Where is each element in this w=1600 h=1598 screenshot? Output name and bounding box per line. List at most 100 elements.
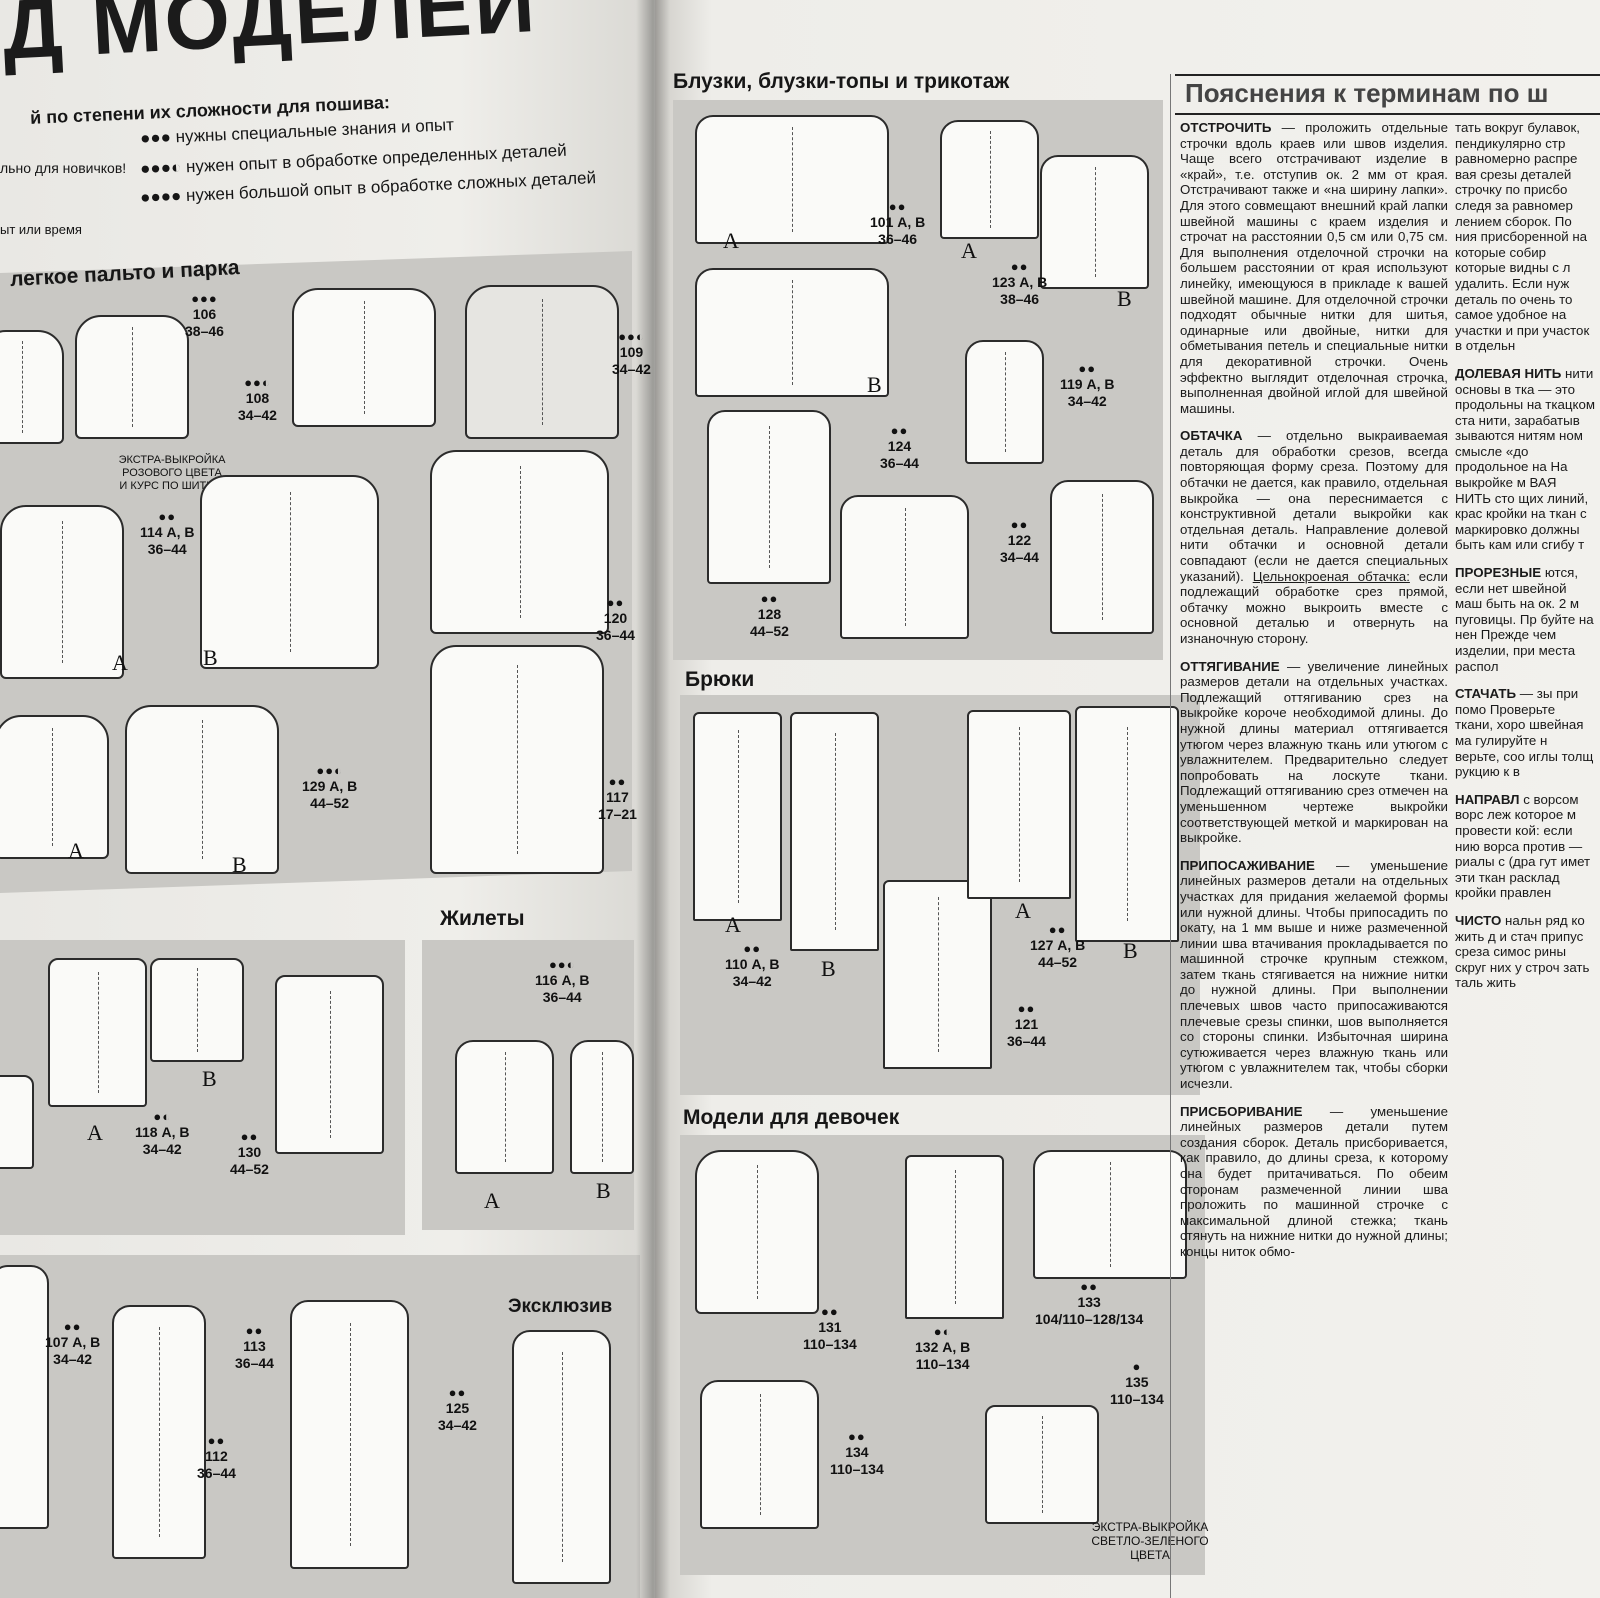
variant-a-label: A	[112, 650, 128, 675]
jacket-drawing	[0, 330, 64, 444]
tunic-drawing	[707, 410, 831, 584]
skirt-drawing	[48, 958, 147, 1107]
variant-b-label: B	[202, 1066, 217, 1091]
glossary-entry: СТАЧАТЬ — зы при помо Проверьте ткани, х…	[1455, 686, 1594, 780]
section-title-blouses: Блузки, блузки-топы и трикотаж	[673, 70, 1010, 93]
girls-coat-drawing	[695, 1150, 819, 1314]
trousers-drawing	[883, 880, 992, 1069]
trousers-drawing	[967, 710, 1071, 899]
blouse-drawing	[695, 115, 889, 244]
blouse-drawing	[695, 268, 889, 397]
extra-pattern-note: ЭКСТРА-ВЫКРОЙКА РОЗОВОГО ЦВЕТА И КУРС ПО…	[118, 454, 226, 492]
top-drawing	[965, 340, 1044, 464]
glossary-entry: ДОЛЕВАЯ НИТЬ нити основы в тка — это про…	[1455, 365, 1595, 553]
section-title-trousers: Брюки	[685, 668, 755, 691]
variant-b-label: B	[203, 645, 218, 670]
glossary-entry: ЧИСТО нальн ряд ко жить д и стач припус …	[1455, 912, 1590, 991]
girls-skirt-drawing	[985, 1405, 1099, 1524]
vest-drawing	[570, 1040, 634, 1174]
glossary-entry: НАПРАВЛ с ворсом ворс леж которое м пров…	[1455, 791, 1591, 901]
vest-drawing	[455, 1040, 554, 1174]
variant-b-label: B	[867, 372, 882, 397]
glossary-column-cut: тать вокруг булавок, пендикулярно стр ра…	[1455, 120, 1595, 1590]
skirt-drawing	[0, 1075, 34, 1169]
section-title-vests: Жилеты	[440, 907, 525, 930]
dress-drawing	[112, 1305, 206, 1559]
variant-b-label: B	[1117, 286, 1132, 311]
jacket-drawing	[292, 288, 436, 427]
variant-a-label: A	[723, 228, 739, 253]
book-gutter	[636, 0, 670, 1598]
section-title-girls: Модели для девочек	[683, 1106, 900, 1129]
parka-drawing	[430, 450, 609, 634]
variant-a-label: A	[725, 912, 741, 937]
left-page: Д МОДЕЛЕЙ й по степени их сложности для …	[0, 0, 655, 1598]
variant-b-label: B	[596, 1178, 611, 1203]
girls-blouse-drawing	[1033, 1150, 1187, 1279]
top-drawing	[940, 120, 1039, 239]
column-divider	[1170, 74, 1171, 1598]
trousers-drawing	[1075, 706, 1179, 942]
extra-pattern-note: ЭКСТРА-ВЫКРОЙКА СВЕТЛО-ЗЕЛЕНОГО ЦВЕТА	[1091, 1520, 1209, 1562]
page-title: Д МОДЕЛЕЙ	[0, 0, 540, 77]
top-drawing	[1050, 480, 1154, 634]
legend-fragment: льно для новичков!	[0, 160, 127, 176]
glossary-entry: ОТСТРОЧИТЬ — проложить отдельные строчки…	[1180, 120, 1448, 416]
jacket-drawing	[75, 315, 189, 439]
girls-dress-drawing	[700, 1380, 819, 1529]
top-drawing	[1040, 155, 1149, 289]
variant-a-label: A	[961, 238, 977, 263]
pencil-skirt-drawing	[275, 975, 384, 1154]
glossary-entry: ПРОРЕЗНЫЕ ются, если нет швейной маш быт…	[1455, 565, 1594, 674]
dress-drawing	[0, 1265, 49, 1529]
glossary-entry: тать вокруг булавок, пендикулярно стр ра…	[1455, 120, 1590, 354]
variant-b-label: B	[1123, 938, 1138, 963]
blouse-drawing	[840, 495, 969, 639]
glossary-column: ОТСТРОЧИТЬ — проложить отдельные строчки…	[1180, 120, 1448, 1272]
skirt-drawing	[150, 958, 244, 1062]
jacket-drawing	[125, 705, 279, 874]
variant-b-label: B	[232, 852, 247, 877]
trousers-drawing	[790, 712, 879, 951]
variant-a-label: A	[484, 1188, 500, 1213]
dress-coat-drawing	[430, 645, 604, 874]
jacket-drawing	[465, 285, 619, 439]
jacket-drawing	[0, 715, 109, 859]
trousers-drawing	[693, 712, 782, 921]
variant-a-label: A	[1015, 898, 1031, 923]
dress-drawing	[512, 1330, 611, 1584]
glossary-entry: ПРИПОСАЖИВАНИЕ — уменьшение линейных раз…	[1180, 857, 1448, 1092]
legend-fragment: ыт или время	[0, 222, 82, 237]
girls-trousers-drawing	[905, 1155, 1004, 1319]
coat-drawing	[200, 475, 379, 669]
glossary-entry: ОТТЯГИВАНИЕ — увеличение линейных размер…	[1180, 658, 1448, 846]
